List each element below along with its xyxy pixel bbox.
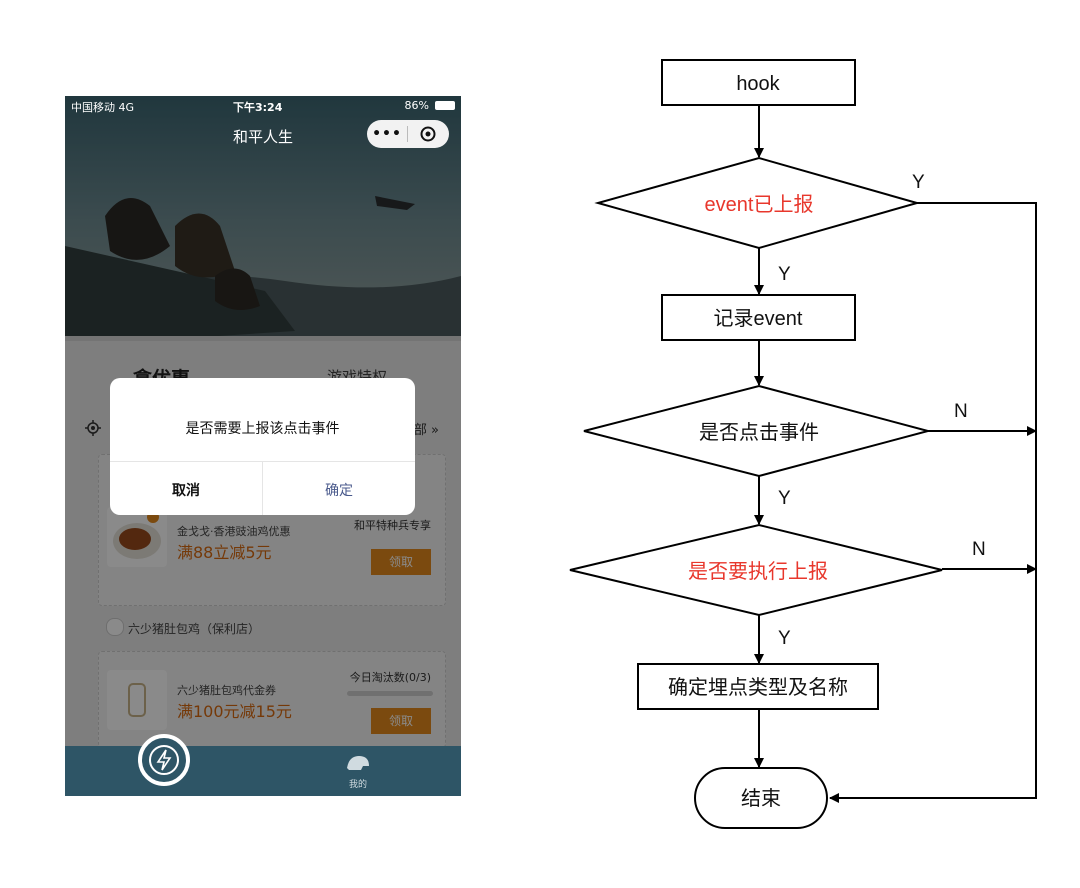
shop-icon [106,618,124,636]
dialog-message: 是否需要上报该点击事件 [185,421,340,437]
food-thumbnail [107,507,167,567]
page-title: 和平人生 [232,128,293,146]
filter-row: 部 » [65,416,461,442]
hook-label: hook [736,73,780,95]
end-terminal [694,767,828,829]
voucher-thumbnail [107,670,167,730]
coupon-price: 满88立减5元 [177,543,272,562]
target-icon [420,126,436,142]
location-icon[interactable] [85,420,101,436]
edge-label-n: N [972,539,986,560]
edge-label-y: Y [778,628,791,649]
lightning-icon [149,745,179,775]
edge-label-y: Y [912,172,925,193]
coupon-name: 金戈戈·香港豉油鸡优惠 [177,525,291,538]
yes-branch-to-end [829,202,1037,803]
elimination-count: 今日淘汰数(0/3) [349,671,431,684]
confirm-dialog: 是否需要上报该点击事件 取消 确定 [110,378,415,515]
carrier-label: 中国移动 4G [71,101,135,114]
is-click-label: 是否点击事件 [699,421,819,444]
coupon-price: 满100元减15元 [177,702,292,721]
tab-mine-label: 我的 [348,780,367,790]
elimination-progress-bar [347,691,433,696]
claim-button[interactable]: 领取 [371,549,431,575]
status-bar: 中国移动 4G 下午3:24 86% [65,96,461,116]
helmet-icon [347,756,369,770]
battery-icon [435,101,455,110]
cancel-button[interactable]: 取消 [172,483,200,499]
clock-label: 下午3:24 [233,101,283,114]
home-tab-button[interactable] [138,734,190,786]
view-all-link[interactable]: 部 » [413,423,439,438]
battery-percent: 86% [404,99,429,112]
event-reported-label: event已上报 [705,193,814,216]
should-report-label: 是否要执行上报 [688,560,828,583]
confirm-button[interactable]: 确定 [325,483,353,499]
phone-screenshot: 中国移动 4G 下午3:24 86% 和平人生 ••• 拿优惠 游戏特权 部 » [65,96,461,796]
bottom-tab-bar: 我的 [65,734,461,796]
confirm-point-label: 确定埋点类型及名称 [668,676,848,699]
shop-name: 六少猪肚包鸡（保利店） [128,622,261,636]
miniprogram-capsule: ••• [367,120,449,148]
claim-button[interactable]: 领取 [371,708,431,734]
more-menu-button[interactable]: ••• [372,126,402,142]
tab-mine[interactable]: 我的 [345,754,371,790]
capsule-divider [407,126,408,142]
coupon-name: 六少猪肚包鸡代金券 [177,684,276,697]
edge-label-n: N [954,401,968,422]
dialog-button-divider [262,461,263,515]
coupon-card: 六少猪肚包鸡代金券 满100元减15元 今日淘汰数(0/3) 领取 [98,651,446,748]
close-target-button[interactable] [408,126,448,142]
record-event-label: 记录event [714,307,803,330]
shop-row[interactable]: 六少猪肚包鸡（保利店） [98,608,444,646]
food-image [113,511,161,559]
edge-label-y: Y [778,488,791,509]
record-event-box [661,294,856,341]
edge-label-y: Y [778,264,791,285]
end-label: 结束 [741,787,781,810]
coupon-tag: 和平特种兵专享 [354,519,431,532]
voucher-image [128,683,146,717]
hook-box [661,59,856,106]
